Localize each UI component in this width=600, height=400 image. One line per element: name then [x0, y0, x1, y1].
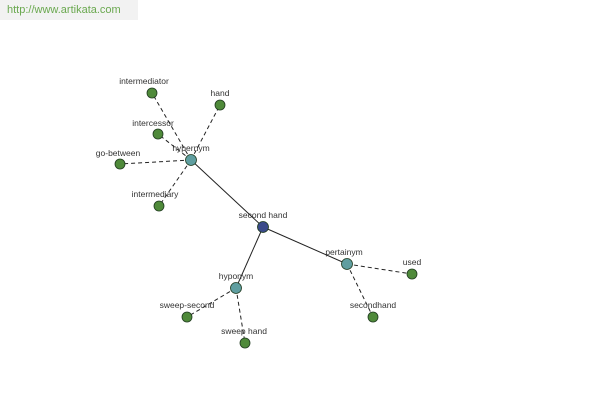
edge-hyponym-to-sweep-second	[186, 287, 237, 318]
node-hypernym-label: hypernym	[172, 143, 209, 153]
node-sweep-hand-label: sweep hand	[221, 326, 267, 336]
node-hypernym-circle[interactable]	[185, 154, 197, 166]
node-secondhand[interactable]: secondhand	[350, 300, 397, 323]
node-hand[interactable]: hand	[211, 88, 230, 111]
node-used[interactable]: used	[403, 257, 422, 280]
node-intercessor-circle[interactable]	[152, 128, 164, 140]
edge-second-hand-to-hyponym	[235, 226, 264, 289]
node-intermediator[interactable]: intermediator	[119, 76, 169, 99]
node-pertainym-circle[interactable]	[341, 258, 353, 270]
node-hyponym-label: hyponym	[219, 271, 254, 281]
node-second-hand[interactable]: second hand	[239, 210, 288, 233]
node-hypernym[interactable]: hypernym	[172, 143, 210, 166]
node-pertainym-label: pertainym	[325, 247, 362, 257]
edge-hypernym-to-intermediary	[158, 159, 192, 207]
node-secondhand-circle[interactable]	[367, 311, 379, 323]
node-second-hand-circle[interactable]	[257, 221, 269, 233]
edge-pertainym-to-used	[346, 263, 413, 275]
node-sweep-second-label: sweep-second	[160, 300, 215, 310]
edge-pertainym-to-secondhand	[346, 263, 374, 318]
edge-hypernym-to-hand	[190, 104, 221, 161]
edge-second-hand-to-hypernym	[190, 159, 264, 228]
edge-hypernym-to-intercessor	[157, 133, 192, 161]
node-go-between-label: go-between	[96, 148, 141, 158]
nodes-layer: second hand hypernym hyponym pertainym inter…	[96, 76, 422, 349]
node-hand-circle[interactable]	[214, 99, 226, 111]
node-intermediary[interactable]: intermediary	[132, 189, 180, 212]
edge-hypernym-to-go-between	[119, 159, 192, 165]
node-sweep-second[interactable]: sweep-second	[160, 300, 215, 323]
node-intermediary-label: intermediary	[132, 189, 180, 199]
node-used-label: used	[403, 257, 422, 267]
node-intermediator-circle[interactable]	[146, 87, 158, 99]
node-hyponym[interactable]: hyponym	[219, 271, 254, 294]
node-sweep-second-circle[interactable]	[181, 311, 193, 323]
node-second-hand-label: second hand	[239, 210, 288, 220]
site-url-banner[interactable]: http://www.artikata.com	[0, 0, 138, 20]
node-intercessor[interactable]: intercessor	[132, 118, 174, 140]
edges-layer	[119, 92, 413, 344]
node-used-circle[interactable]	[406, 268, 418, 280]
node-secondhand-label: secondhand	[350, 300, 397, 310]
edge-second-hand-to-pertainym	[262, 226, 348, 265]
node-sweep-hand[interactable]: sweep hand	[221, 326, 267, 349]
node-pertainym[interactable]: pertainym	[325, 247, 363, 270]
node-go-between[interactable]: go-between	[96, 148, 141, 170]
node-hyponym-circle[interactable]	[230, 282, 242, 294]
node-hand-label: hand	[211, 88, 230, 98]
node-sweep-hand-circle[interactable]	[239, 337, 251, 349]
node-go-between-circle[interactable]	[114, 158, 126, 170]
node-intermediator-label: intermediator	[119, 76, 169, 86]
node-intercessor-label: intercessor	[132, 118, 174, 128]
node-intermediary-circle[interactable]	[153, 200, 165, 212]
edge-hyponym-to-sweep-hand	[235, 287, 246, 344]
edge-hypernym-to-intermediator	[151, 92, 192, 161]
